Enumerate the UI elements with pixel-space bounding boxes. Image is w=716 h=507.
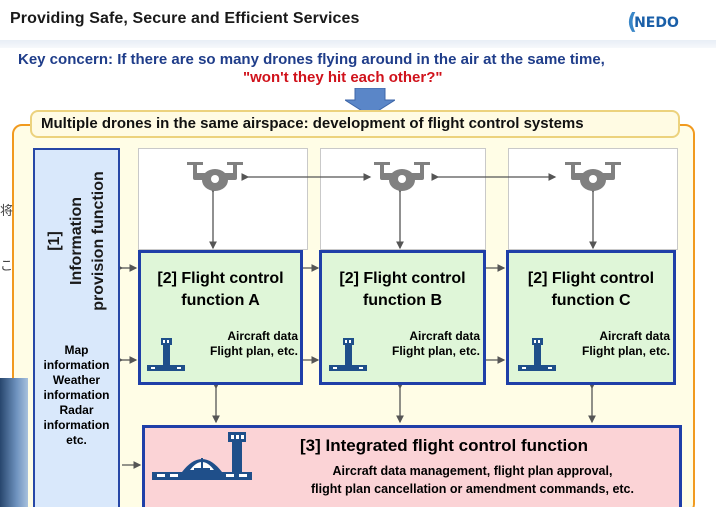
banner-title: Multiple drones in the same airspace: de…	[30, 110, 680, 138]
integrated-desc-line1: Aircraft data management, flight plan ap…	[332, 464, 613, 478]
nedo-logo: (NEDO	[627, 8, 679, 35]
speaker-photo	[0, 378, 28, 507]
fc-title-line1: [2] Flight control	[157, 270, 284, 287]
airport-icon	[152, 432, 252, 480]
fc-data-line1: Aircraft data	[599, 329, 670, 343]
control-tower-icon	[147, 338, 185, 371]
fc-title-line2: function C	[551, 292, 631, 309]
fc-data-line1: Aircraft data	[227, 329, 298, 343]
drone-icon	[374, 162, 430, 191]
info-title-line2: provision function	[90, 171, 107, 311]
fc-data-line2: Flight plan, etc.	[391, 344, 480, 358]
info-items: Map information Weather information Rada…	[35, 343, 118, 448]
info-number: [1]	[46, 231, 63, 251]
integrated-control-title: [3] Integrated flight control function	[300, 436, 589, 455]
fc-title-line1: [2] Flight control	[339, 270, 466, 287]
nedo-logo-text: NEDO	[634, 15, 679, 31]
title-divider	[0, 40, 716, 48]
info-item: information	[43, 358, 110, 372]
fc-data-line2: Flight plan, etc.	[209, 344, 298, 358]
information-provision-box	[33, 148, 120, 507]
fc-data-line2: Flight plan, etc.	[581, 344, 670, 358]
flight-control-data-a: Aircraft data Flight plan, etc.	[170, 329, 298, 359]
fc-title-line2: function B	[362, 292, 443, 309]
control-tower-icon	[329, 338, 367, 371]
flight-control-title-b: [2] Flight control function B	[319, 268, 486, 312]
side-clipped-text: 将	[0, 203, 14, 218]
flight-control-title-a: [2] Flight control function A	[138, 268, 303, 312]
fc-title-line1: [2] Flight control	[527, 270, 655, 287]
integrated-control-description: Aircraft data management, flight plan ap…	[265, 462, 680, 498]
info-item: etc.	[66, 433, 87, 447]
flight-control-title-c: [2] Flight control function C	[506, 268, 676, 312]
info-title-line1: Information	[68, 197, 85, 285]
control-tower-icon	[518, 338, 556, 371]
info-item: Radar	[59, 403, 94, 417]
fc-data-line1: Aircraft data	[409, 329, 480, 343]
key-concern-quote: "won't they hit each other?"	[243, 69, 443, 86]
drone-cell-a	[138, 148, 308, 250]
information-provision-title: [1] Information provision function	[38, 152, 116, 330]
info-item: information	[43, 418, 110, 432]
fc-title-line2: function A	[181, 292, 260, 309]
side-clipped-text: こ	[0, 258, 14, 273]
info-item: information	[43, 388, 110, 402]
nedo-logo-mark-icon: (	[627, 10, 638, 35]
key-concern-text: Key concern: If there are so many drones…	[18, 51, 605, 68]
flight-control-data-b: Aircraft data Flight plan, etc.	[350, 329, 480, 359]
page-title: Providing Safe, Secure and Efficient Ser…	[10, 10, 360, 27]
integrated-desc-line2: flight plan cancellation or amendment co…	[311, 482, 634, 496]
arrow-down-icon	[345, 88, 395, 116]
drone-icon	[187, 162, 243, 191]
flight-control-data-c: Aircraft data Flight plan, etc.	[540, 329, 670, 359]
drone-icon	[565, 162, 621, 191]
info-item: Map	[64, 343, 89, 357]
info-item: Weather	[52, 373, 101, 387]
